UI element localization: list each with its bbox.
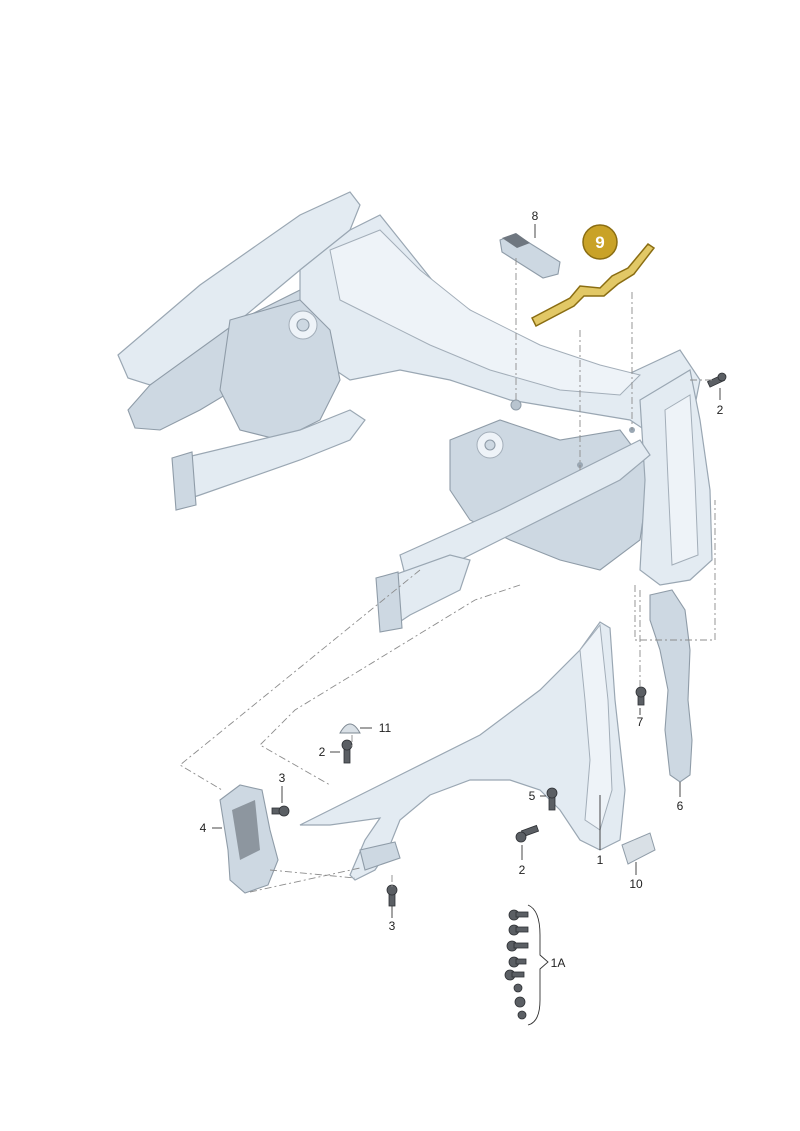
callout-2-fender-top: 2	[319, 745, 326, 759]
part-1a-fastener-kit	[504, 904, 549, 1026]
part-8-bracket	[499, 233, 561, 279]
callout-9-badge: 9	[582, 224, 618, 260]
bolt-7	[635, 686, 647, 706]
part-1-fender	[299, 621, 626, 881]
part-11-clip	[339, 723, 361, 734]
part-4-bracket	[219, 784, 279, 894]
callout-3-bracket: 3	[279, 771, 286, 785]
callout-9: 9	[595, 233, 604, 252]
part-10-cap	[621, 832, 656, 865]
callout-1: 1	[597, 853, 604, 867]
leader-lines	[212, 224, 721, 918]
callout-7: 7	[637, 715, 644, 729]
bolt-2-fender-bottom	[515, 824, 540, 843]
assembly-dashed-lines	[179, 258, 716, 893]
callout-11: 11	[379, 721, 392, 735]
bolt-2-upper-right	[706, 372, 727, 388]
callout-2-fender-bottom: 2	[519, 863, 526, 877]
bolt-2-fender-top	[341, 739, 353, 764]
bolt-3-bracket	[271, 805, 290, 817]
callout-10: 10	[629, 877, 643, 891]
callout-3-fender-lower: 3	[389, 919, 396, 933]
bolt-5	[546, 787, 558, 811]
callout-6: 6	[677, 799, 684, 813]
part-6-seal-strip	[649, 589, 693, 783]
callout-4: 4	[200, 821, 207, 835]
part-9-highlighted-seal	[531, 243, 656, 328]
bolt-3-fender-lower	[386, 884, 398, 907]
callout-2-upper-right: 2	[717, 403, 724, 417]
callout-8: 8	[532, 209, 539, 223]
front-body-structure	[117, 191, 713, 633]
callout-1a: 1A	[551, 956, 566, 970]
callout-5: 5	[529, 789, 536, 803]
